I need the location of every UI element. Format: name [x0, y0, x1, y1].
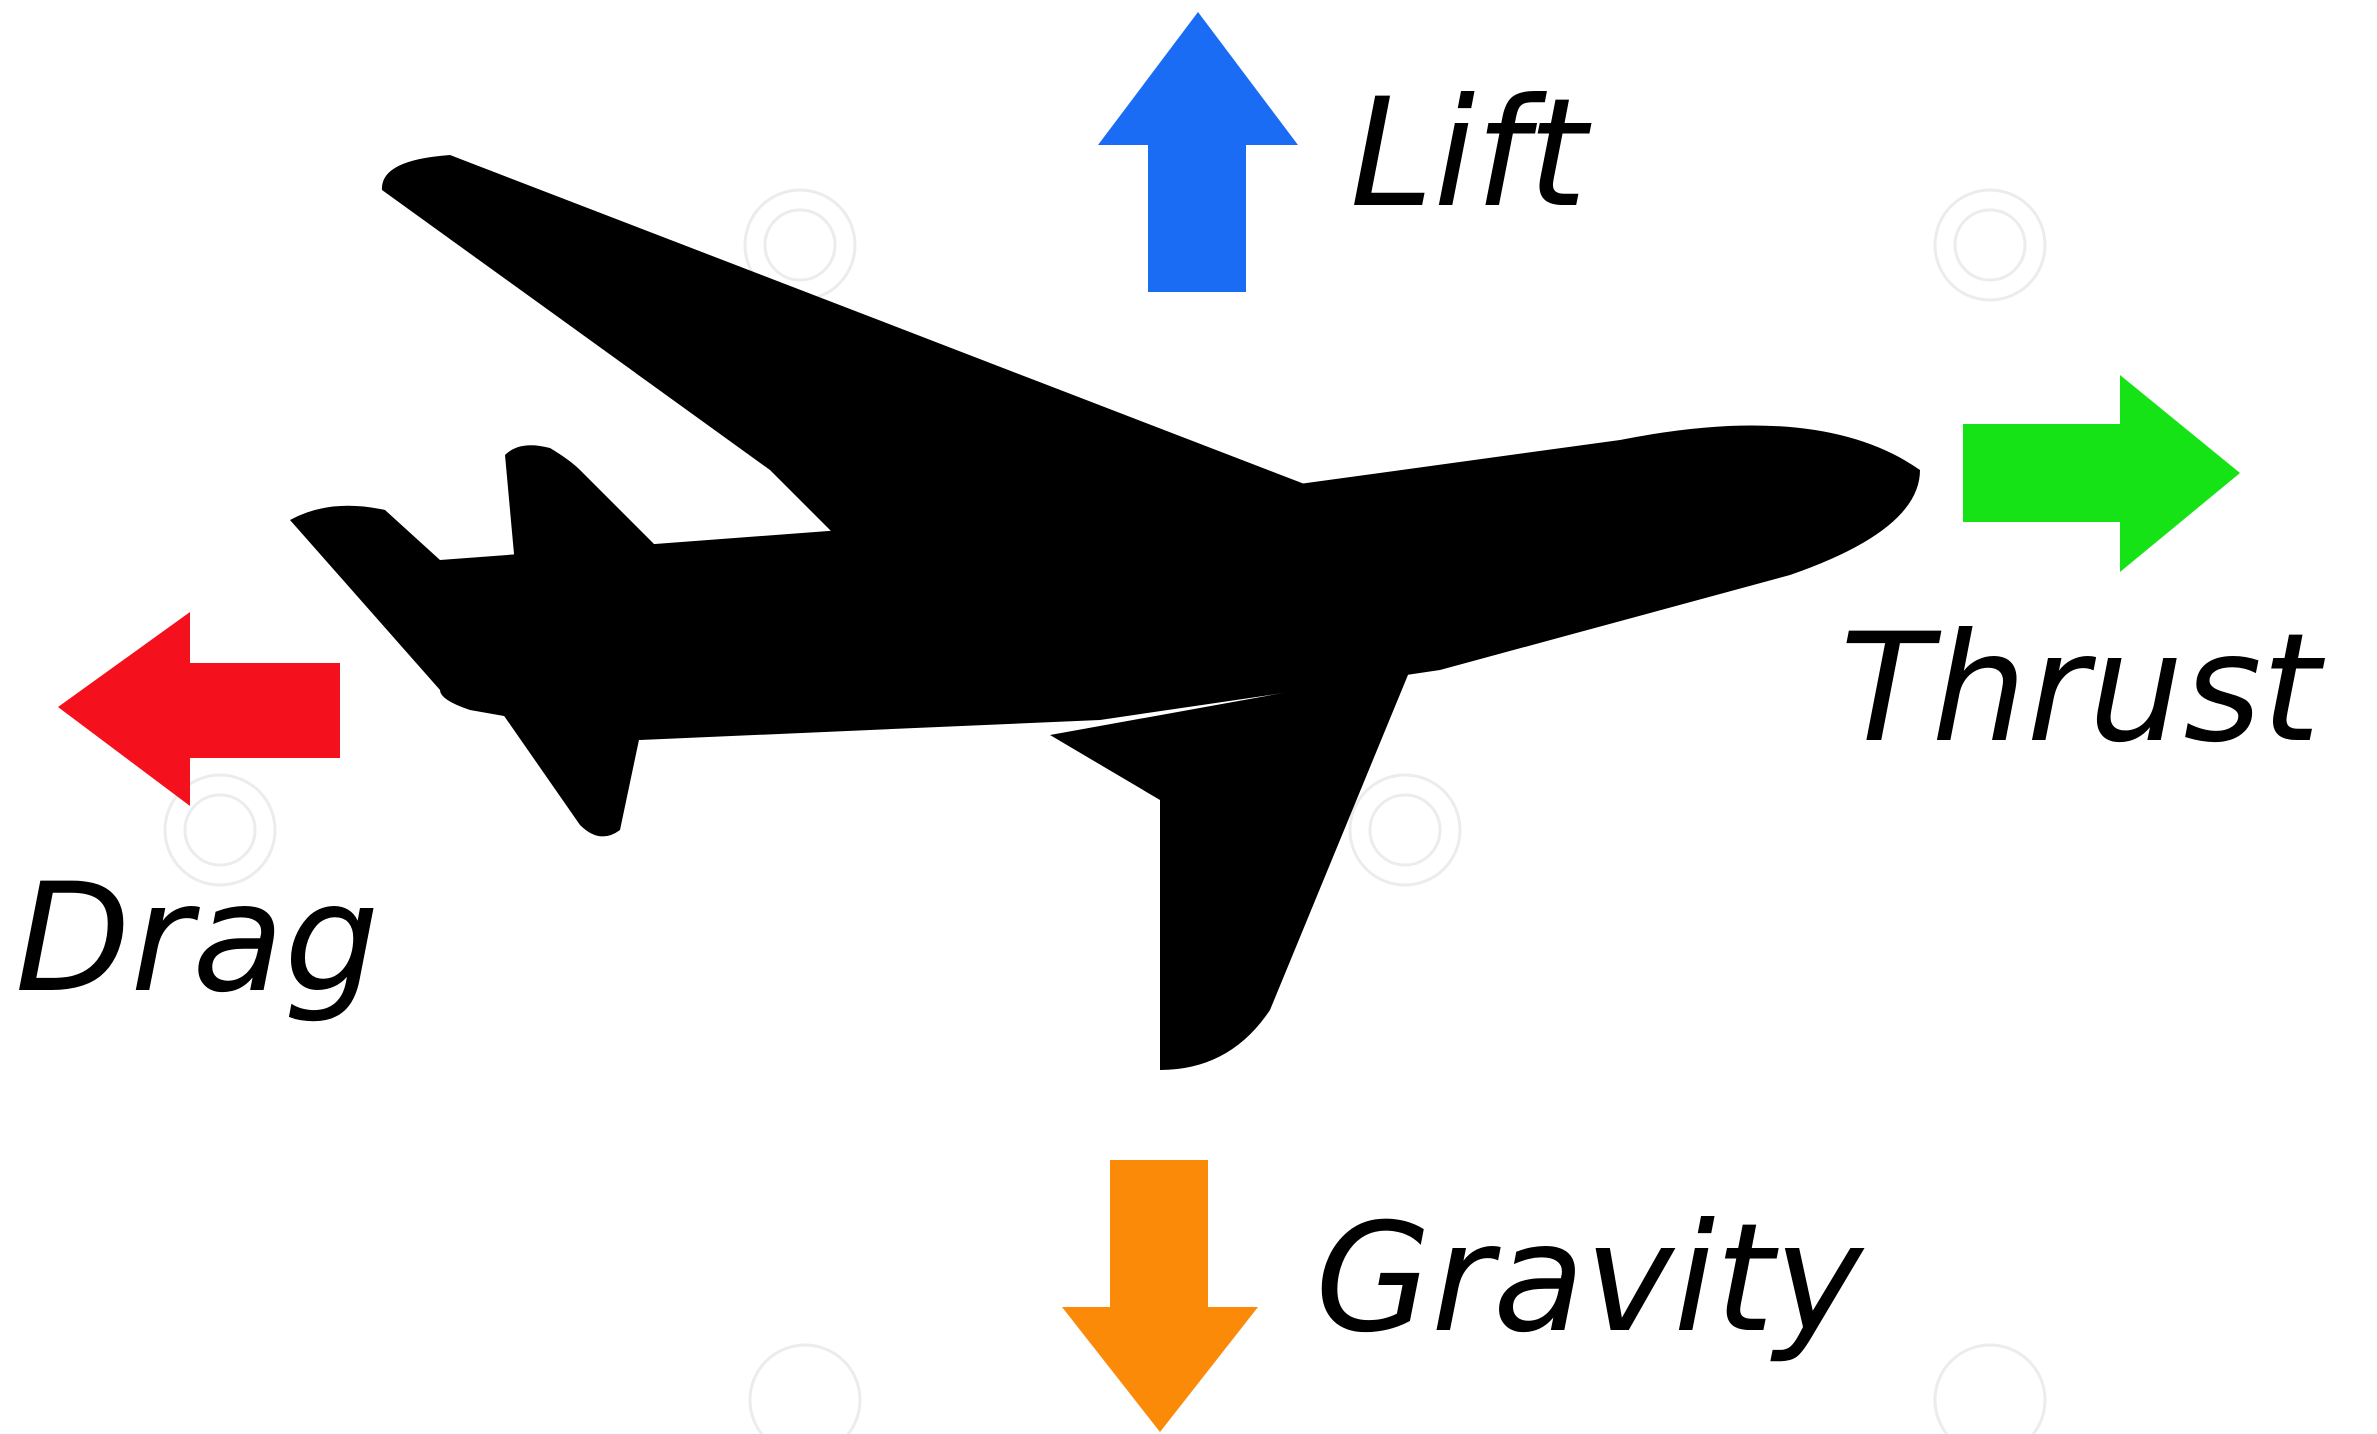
thrust-label: Thrust	[1840, 602, 2326, 776]
gravity-arrow-icon	[1062, 1160, 1258, 1432]
lift-label: Lift	[1350, 67, 1592, 241]
airplane-silhouette-icon	[290, 155, 1920, 1070]
gravity-label: Gravity	[1315, 1192, 1865, 1366]
lift-arrow-icon	[1098, 12, 1298, 292]
thrust-arrow-icon	[1963, 375, 2240, 572]
drag-arrow-icon	[58, 612, 340, 806]
drag-label: Drag	[15, 852, 379, 1026]
